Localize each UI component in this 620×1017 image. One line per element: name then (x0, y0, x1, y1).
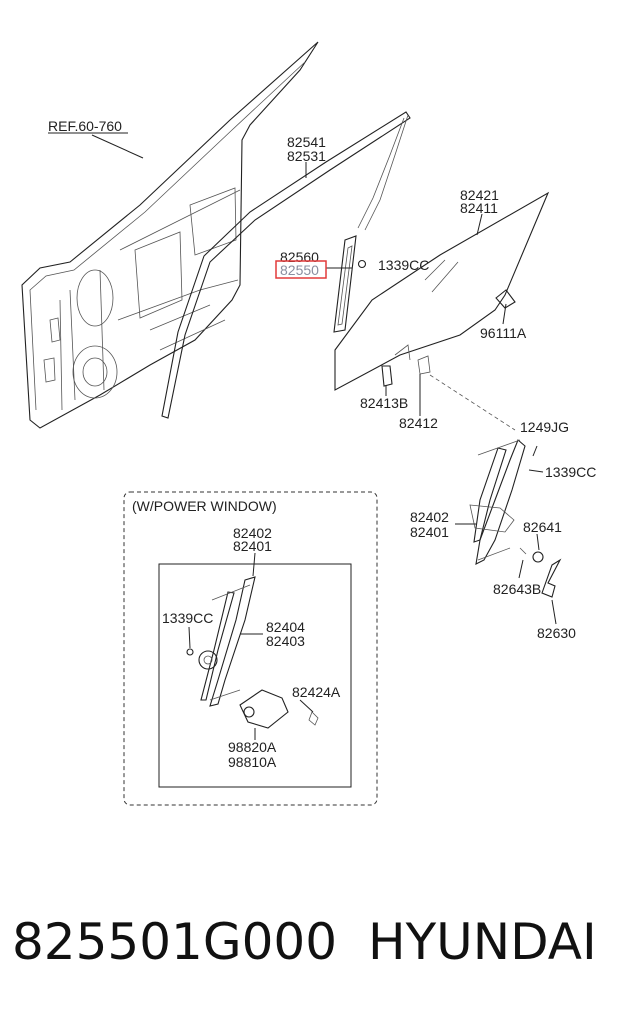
part-label-82402-b: 82402 (233, 525, 272, 541)
leader-82630 (551, 599, 557, 625)
ref-label: REF.60-760 (48, 118, 122, 134)
part-label-1339cc-a: 1339CC (378, 257, 429, 273)
power-window-dashed-box (123, 491, 378, 806)
part-label-82550-highlighted: 82550 (280, 262, 319, 278)
part-label-82401-b: 82401 (233, 538, 272, 554)
leader-82421 (476, 213, 483, 236)
power-window-inner-box (158, 563, 352, 788)
part-label-82424a: 82424A (292, 684, 341, 700)
manual-regulator-drawing (469, 439, 562, 598)
ref-leader (91, 134, 144, 159)
part-label-82402-a: 82402 (410, 509, 449, 525)
part-number-caption: 825501G000 (12, 913, 338, 971)
run-channel-drawing (161, 111, 411, 419)
part-label-82411: 82411 (460, 200, 498, 216)
part-label-82643b: 82643B (493, 581, 541, 597)
part-label-98810a: 98810A (228, 754, 277, 770)
guide-dashed-line (429, 374, 516, 431)
bolt-1339cc-a (357, 259, 367, 269)
part-label-82412: 82412 (399, 415, 438, 431)
sash-drawing (333, 235, 357, 333)
part-label-1249jg: 1249JG (520, 419, 569, 435)
leader-82402-b (252, 552, 256, 577)
part-label-82404: 82404 (266, 619, 305, 635)
part-label-98820a: 98820A (228, 739, 277, 755)
leader-82641 (536, 533, 540, 551)
part-label-82531: 82531 (287, 148, 326, 164)
leader-82424a (299, 699, 314, 713)
door-frame-drawing (21, 41, 319, 429)
leader-96111a (502, 303, 507, 325)
leader-1249jg (532, 445, 538, 457)
power-regulator-drawing (186, 576, 319, 729)
exploded-parts-diagram: REF.60-760 82541 82531 82421 82411 82560… (21, 41, 596, 806)
leader-1339cc-c (188, 626, 191, 649)
part-label-82541: 82541 (287, 134, 326, 150)
part-label-96111a: 96111A (480, 325, 527, 341)
part-label-82641: 82641 (523, 519, 562, 535)
part-label-82403: 82403 (266, 633, 305, 649)
part-label-82630: 82630 (537, 625, 576, 641)
power-window-title: (W/POWER WINDOW) (132, 498, 277, 514)
brand-caption: HYUNDAI (368, 913, 597, 971)
leader-1339cc-b (528, 469, 544, 473)
part-label-82421: 82421 (460, 187, 499, 203)
part-label-1339cc-b: 1339CC (545, 464, 596, 480)
part-label-82413b: 82413B (360, 395, 408, 411)
door-glass-drawing (334, 191, 550, 391)
part-label-82401-a: 82401 (410, 524, 449, 540)
highlight-box-82550 (275, 260, 327, 279)
leader-82643b (518, 559, 524, 579)
part-label-1339cc-c: 1339CC (162, 610, 213, 626)
